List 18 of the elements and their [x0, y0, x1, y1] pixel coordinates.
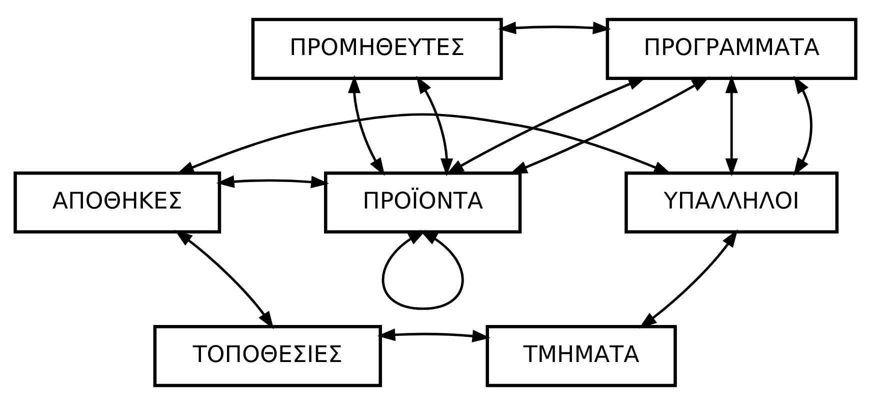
- arrow: [348, 75, 385, 176]
- node-box: ΠΡΟΓΡΑΜΜΑΤΑ: [606, 18, 858, 80]
- arrow: [638, 229, 738, 328]
- arrow: [416, 76, 454, 176]
- arrow: [216, 175, 330, 188]
- arrow: [446, 77, 646, 175]
- node-box: ΠΡΟΜΗΘΕΥΤΕΣ: [251, 18, 503, 80]
- arrow: [377, 328, 490, 342]
- node-box: ΥΠΑΛΛΗΛΟΙ: [624, 171, 839, 234]
- arrow: [498, 22, 611, 34]
- node-box: ΑΠΟΘΗΚΕΣ: [14, 171, 222, 234]
- node-box: ΤΜΗΜΑΤΑ: [486, 325, 677, 388]
- node-box: ΠΡΟΪΟΝΤΑ: [324, 171, 522, 234]
- arrow: [725, 75, 738, 176]
- node-box: ΤΟΠΟΘΕΣΙΕΣ: [153, 325, 382, 388]
- arrow: [174, 230, 274, 330]
- arrow: [382, 230, 464, 310]
- arrow: [793, 76, 812, 176]
